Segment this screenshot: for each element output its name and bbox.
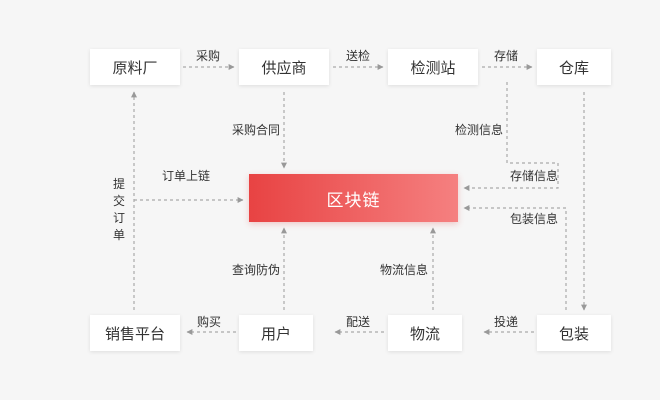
node-user: 用户 bbox=[239, 315, 313, 351]
label-query-anticounterfeit: 查询防伪 bbox=[232, 263, 281, 277]
label-deliver: 配送 bbox=[346, 315, 371, 329]
label-storage: 存储 bbox=[494, 49, 519, 63]
label-storage-info: 存储信息 bbox=[510, 169, 559, 183]
label-purchase: 采购 bbox=[196, 49, 221, 63]
node-sales-platform: 销售平台 bbox=[90, 315, 180, 351]
label-order-onchain: 订单上链 bbox=[162, 169, 211, 183]
label-send-inspection: 送检 bbox=[346, 49, 371, 63]
label-dispatch: 投递 bbox=[494, 315, 519, 329]
label-inspection-info: 检测信息 bbox=[455, 123, 504, 137]
node-raw-material: 原料厂 bbox=[90, 49, 180, 85]
label-packaging-info: 包装信息 bbox=[510, 212, 559, 226]
node-inspection-station: 检测站 bbox=[388, 49, 478, 85]
node-warehouse: 仓库 bbox=[537, 49, 611, 85]
edge-inspection-info bbox=[463, 82, 559, 191]
label-logistics-info: 物流信息 bbox=[380, 263, 429, 277]
label-buy: 购买 bbox=[197, 315, 222, 329]
node-logistics: 物流 bbox=[388, 315, 462, 351]
label-submit-order: 提交订单 bbox=[112, 177, 125, 242]
label-purchase-contract: 采购合同 bbox=[232, 123, 281, 137]
edge-packaging-info bbox=[463, 205, 567, 310]
node-blockchain: 区块链 bbox=[249, 174, 458, 222]
node-supplier: 供应商 bbox=[239, 49, 329, 85]
node-packaging: 包装 bbox=[537, 315, 611, 351]
